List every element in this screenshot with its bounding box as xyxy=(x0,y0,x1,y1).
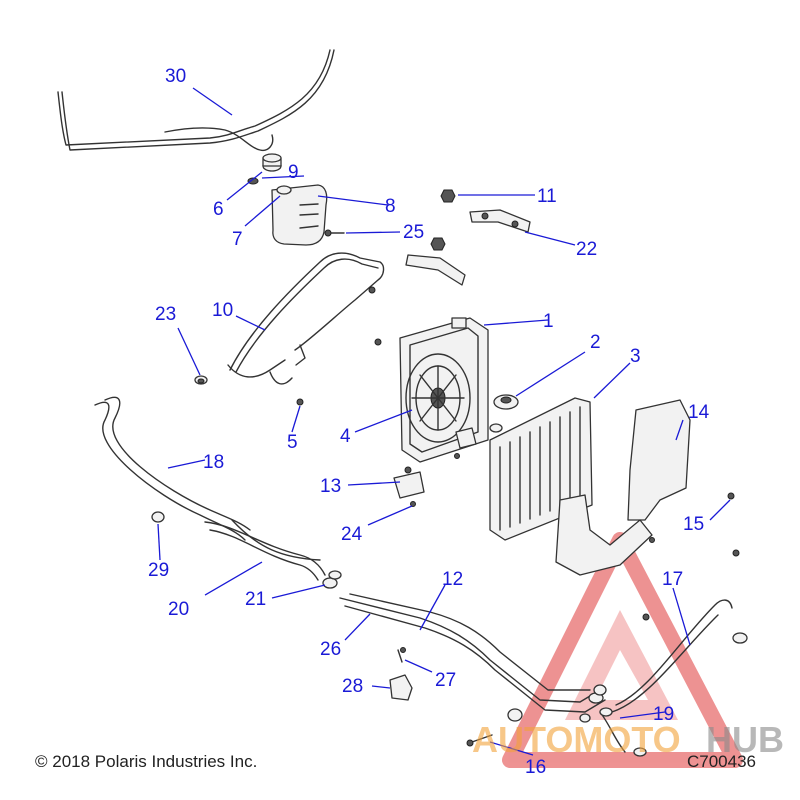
callout-16: 16 xyxy=(525,757,546,778)
part-29-clamp xyxy=(151,511,165,523)
watermark-hub: HUB xyxy=(706,719,784,760)
part-23-clamp xyxy=(194,375,208,385)
callout-5: 5 xyxy=(287,432,298,453)
part-11-nut xyxy=(440,189,456,203)
callout-22: 22 xyxy=(576,239,597,260)
part-27-screw xyxy=(397,649,403,663)
callout-11: 11 xyxy=(537,186,557,207)
callout-23: 23 xyxy=(155,304,176,325)
part-2-cap xyxy=(493,394,519,410)
part-16-bolt xyxy=(466,734,493,747)
leader-lines xyxy=(157,87,731,756)
watermark-automoto: AUTOMOTO xyxy=(472,719,681,760)
part-10-hose xyxy=(227,252,385,385)
callout-21: 21 xyxy=(245,589,266,610)
callout-26: 26 xyxy=(320,639,341,660)
callout-15: 15 xyxy=(683,514,704,535)
callout-24: 24 xyxy=(341,524,363,545)
part-28-mount xyxy=(389,674,413,701)
callout-9: 9 xyxy=(288,162,299,183)
part-9-seal xyxy=(247,177,259,185)
callout-27: 27 xyxy=(435,670,456,691)
callout-3: 3 xyxy=(630,346,641,367)
part-20-hose xyxy=(204,519,326,581)
part-8-reservoir xyxy=(271,184,328,246)
callout-12: 12 xyxy=(442,569,463,590)
callout-30: 30 xyxy=(165,66,186,87)
part-4-fan xyxy=(405,353,471,443)
copyright-text: © 2018 Polaris Industries Inc. xyxy=(35,752,258,771)
part-14-shroud xyxy=(555,399,691,576)
callout-18: 18 xyxy=(203,452,224,473)
part-6-cap xyxy=(262,153,282,172)
part-joint-fittings xyxy=(507,684,607,722)
callout-8: 8 xyxy=(385,196,396,217)
callout-2: 2 xyxy=(590,332,601,353)
drawing-number: C700436 xyxy=(687,752,757,771)
part-13-bracket xyxy=(393,427,477,499)
part-30-tube xyxy=(57,49,335,152)
callout-labels: 30 1 2 3 4 5 6 7 8 9 10 11 12 13 14 15 1… xyxy=(148,66,710,778)
part-21-clamp xyxy=(322,570,342,589)
callout-14: 14 xyxy=(688,402,710,423)
part-17-hose xyxy=(611,599,748,757)
part-18-hose xyxy=(94,396,251,541)
callout-4: 4 xyxy=(340,426,351,447)
watermark-text: AUTOMOTO HUB xyxy=(472,719,784,760)
part-25-screw xyxy=(324,229,345,237)
callout-20: 20 xyxy=(168,599,189,620)
callout-28: 28 xyxy=(342,676,363,697)
callout-17: 17 xyxy=(662,569,683,590)
part-22-bracket xyxy=(469,209,531,233)
callout-7: 7 xyxy=(232,229,243,250)
callout-25: 25 xyxy=(403,222,424,243)
callout-29: 29 xyxy=(148,560,169,581)
watermark-logo xyxy=(502,532,743,768)
callout-6: 6 xyxy=(213,199,224,220)
part-bracket-upper xyxy=(405,237,466,286)
callout-1: 1 xyxy=(543,311,554,332)
callout-10: 10 xyxy=(212,300,233,321)
callout-13: 13 xyxy=(320,476,341,497)
callout-19: 19 xyxy=(653,704,674,725)
